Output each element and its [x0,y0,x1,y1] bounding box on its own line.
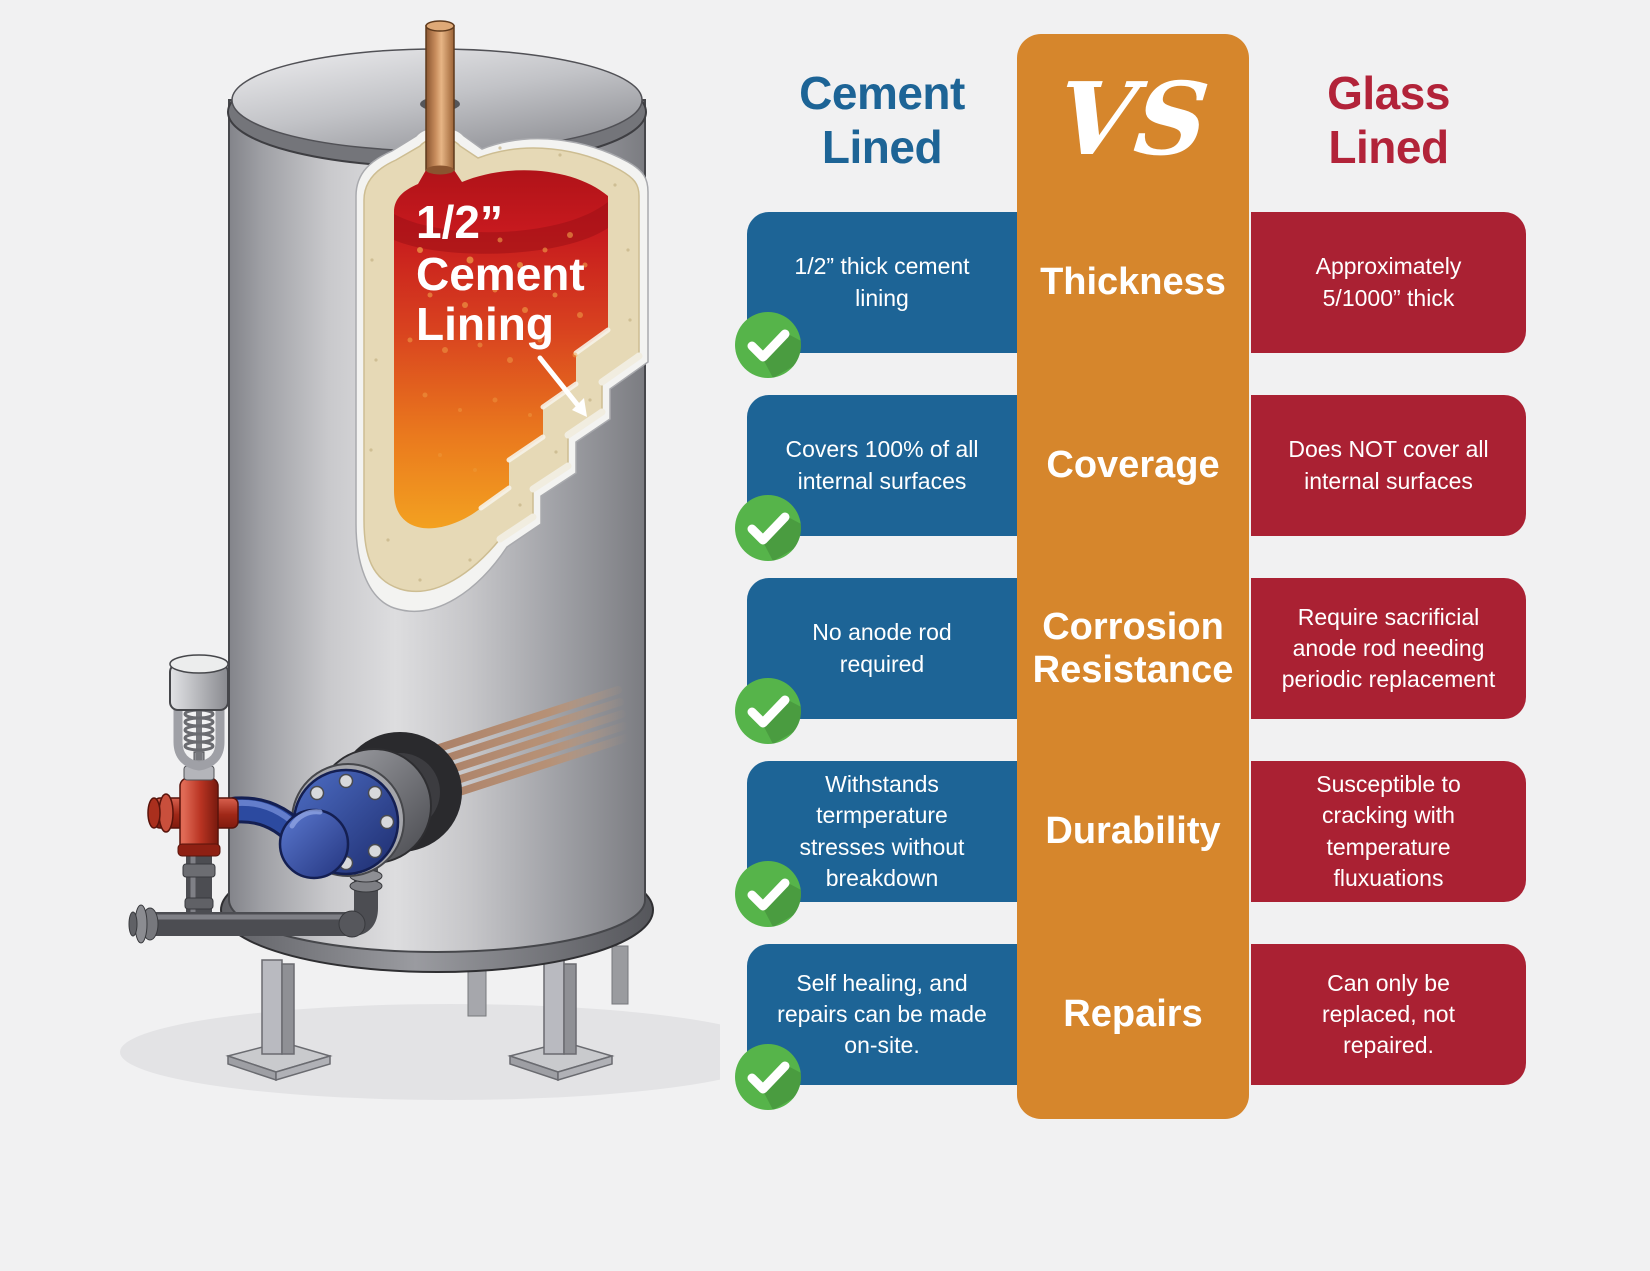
category-durability: Durability [1045,810,1221,853]
heating-element-flange [222,732,462,880]
tank-label-line3: Lining [416,298,554,350]
glass-cell-repairs: Can only be replaced, not repaired. [1251,944,1526,1085]
cement-cell-text: 1/2” thick cement lining [794,253,970,311]
tank-cutaway [355,126,649,613]
cement-cell-coverage: Covers 100% of all internal surfaces [747,395,1017,536]
vs-label: VS [1051,60,1215,178]
cement-lined-header: Cement Lined [747,66,1017,175]
check-icon [735,861,801,927]
chamber-sparkles [407,232,588,472]
cement-cell-text: No anode rod required [812,619,952,677]
glass-cell-text: Susceptible to cracking with temperature… [1316,771,1461,891]
tank-label-line2: Cement [416,248,585,300]
category-corrosion-resistance: Corrosion Resistance [1032,605,1234,691]
cement-cell-text: Covers 100% of all internal surfaces [785,436,979,494]
tank-legs [225,959,615,1082]
glass-header-line1: Glass [1327,67,1450,119]
cement-cell-repairs: Self healing, and repairs can be made on… [747,944,1017,1085]
tank-label: 1/2” Cement Lining [416,196,585,350]
drain-pipes [128,856,383,944]
cement-header-line2: Lined [821,121,943,174]
glass-cell-durability: Susceptible to cracking with temperature… [1251,761,1526,902]
glass-cell-text: Require sacrificial anode rod needing pe… [1281,603,1496,693]
glass-cell-coverage: Does NOT cover all internal surfaces [1251,395,1526,536]
inlet-pipe [420,20,460,175]
cement-cell-text: Self healing, and repairs can be made on… [777,969,987,1059]
category-thickness: Thickness [1040,261,1226,304]
glass-cell-corrosion: Require sacrificial anode rod needing pe… [1251,578,1526,719]
tee-fitting [147,765,239,857]
label-arrow [537,355,587,417]
glass-cell-text: Can only be replaced, not repaired. [1322,969,1455,1059]
cement-cell-text: Withstands termperature stresses without… [799,771,965,891]
glass-cell-thickness: Approximately 5/1000” thick [1251,212,1526,353]
check-icon [735,312,801,378]
category-repairs: Repairs [1063,993,1203,1036]
category-coverage: Coverage [1046,444,1220,487]
check-icon [735,495,801,561]
tank-label-line1: 1/2” [416,196,503,248]
cement-header-line1: Cement [799,67,965,119]
check-icon [735,678,801,744]
relief-valve [169,654,229,771]
glass-header-line2: Lined [1328,121,1449,174]
check-icon [735,1044,801,1110]
glass-cell-text: Does NOT cover all internal surfaces [1288,436,1489,494]
tank-illustration: 1/2” Cement Lining [120,20,720,1100]
vs-column: VS Thickness Coverage Corrosion Resistan… [1017,34,1249,1119]
glass-cell-text: Approximately 5/1000” thick [1315,253,1462,311]
tank-shadow [120,1004,720,1100]
glass-lined-header: Glass Lined [1251,66,1526,175]
